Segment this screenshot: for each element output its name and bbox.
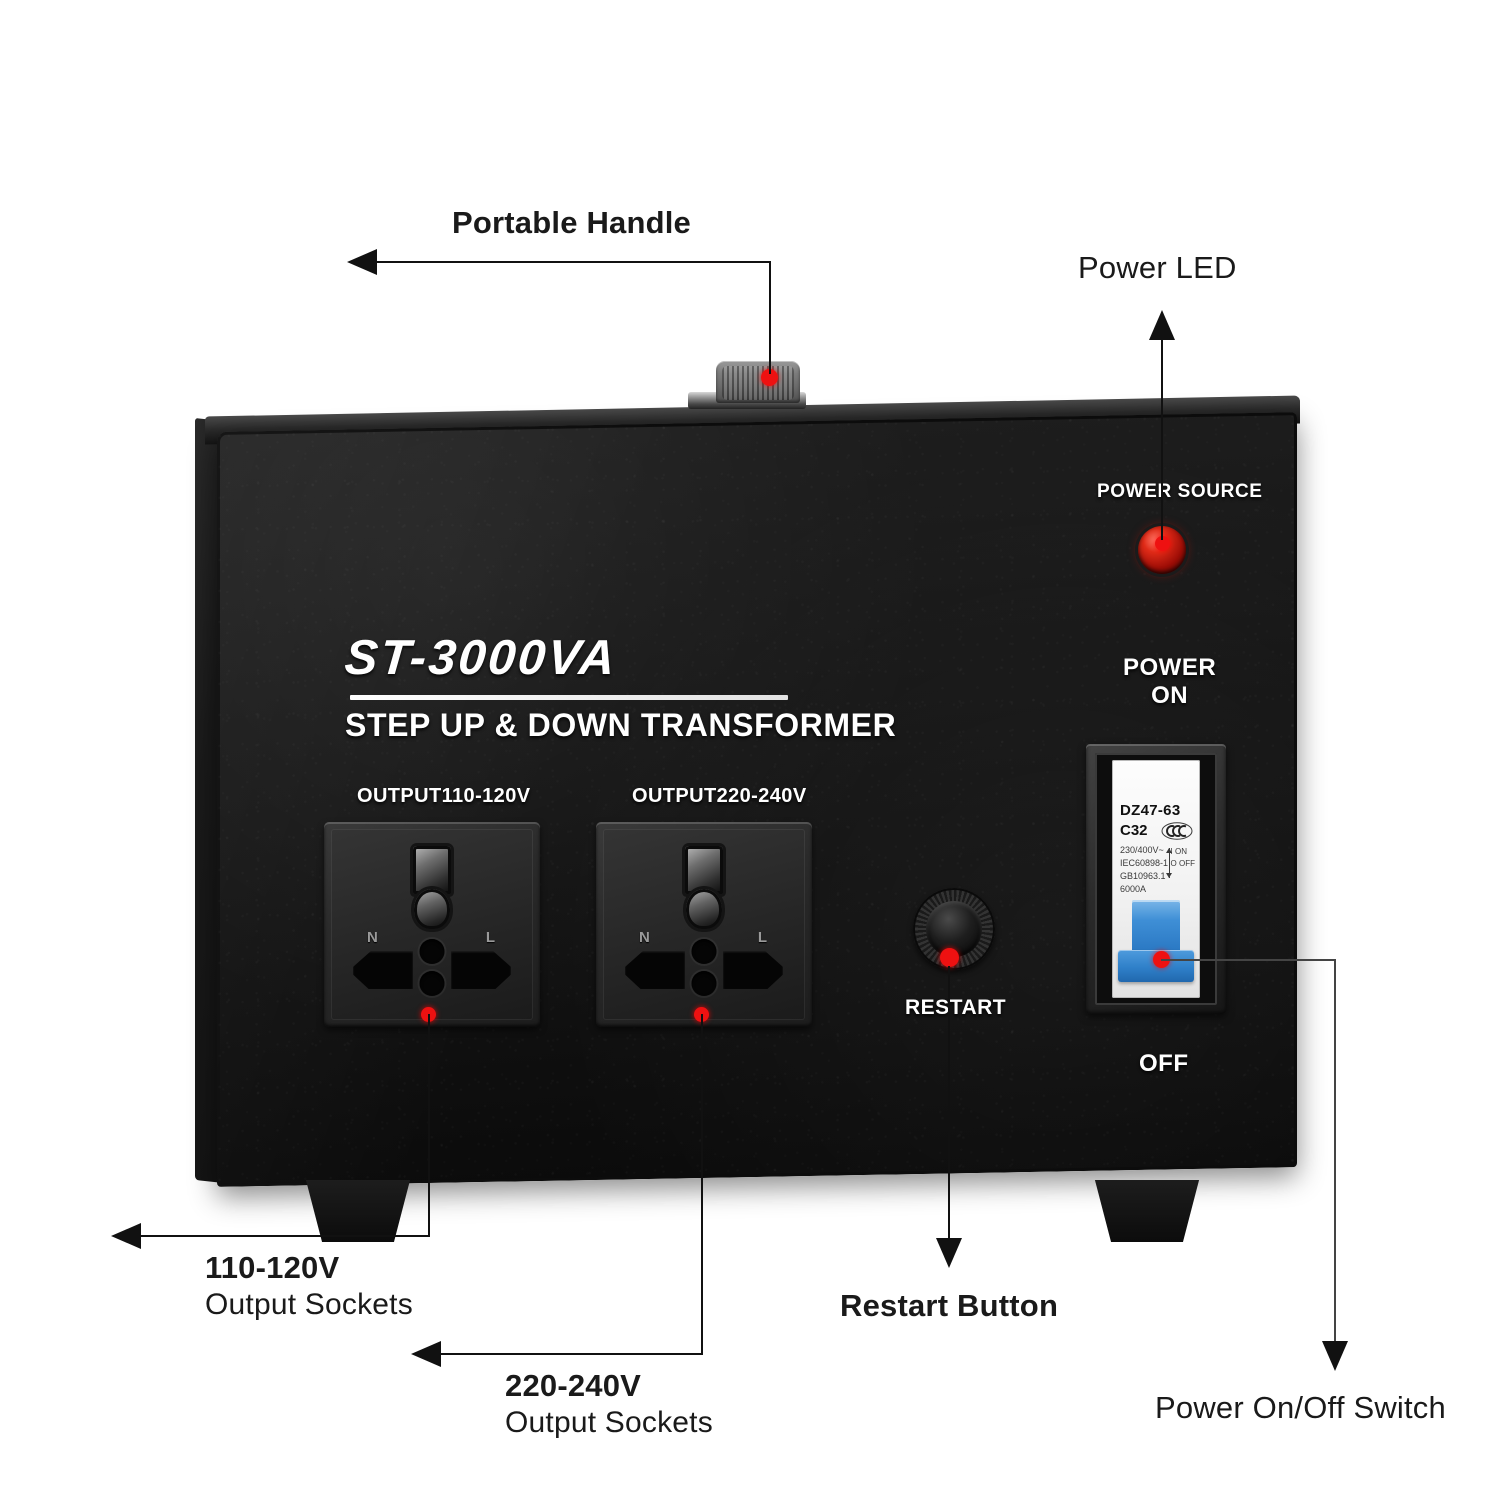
socket-slot-live bbox=[451, 951, 511, 989]
arrowhead-restart bbox=[936, 1238, 962, 1268]
breaker-curve-text: C32 bbox=[1120, 822, 1148, 839]
breaker-gb-standard: GB10963.1 bbox=[1120, 871, 1166, 882]
marker-dot-power-led bbox=[1155, 536, 1170, 551]
circuit-breaker-housing: DZ47-63 C32 230/400V~ IEC60898-1 GB10963… bbox=[1086, 744, 1226, 1014]
socket-neutral-marking: N bbox=[367, 929, 378, 946]
callout-power-led: Power LED bbox=[1078, 250, 1237, 287]
ground-slot-lower-icon bbox=[414, 889, 450, 929]
model-name: ST-3000VA bbox=[342, 631, 620, 685]
callout-portable-handle: Portable Handle bbox=[452, 205, 691, 242]
brand-divider bbox=[350, 695, 788, 700]
socket-slot-neutral bbox=[353, 951, 413, 989]
callout-switch-label: Power On/Off Switch bbox=[1155, 1390, 1446, 1425]
leader-110-horizontal bbox=[140, 1235, 430, 1237]
power-on-line2: ON bbox=[1151, 681, 1189, 709]
callout-220-sublabel: Output Sockets bbox=[505, 1405, 713, 1439]
socket-inner-110: N L bbox=[331, 829, 533, 1020]
brand-block: ST-3000VA STEP UP & DOWN TRANSFORMER bbox=[342, 631, 897, 743]
socket-live-marking: L bbox=[757, 929, 767, 946]
callout-220-label: 220-240V bbox=[505, 1368, 642, 1403]
output-socket-110-120v[interactable]: N L bbox=[324, 822, 540, 1027]
output-socket-220-240v[interactable]: N L bbox=[596, 822, 812, 1027]
breaker-iec-standard: IEC60898-1 bbox=[1120, 858, 1169, 869]
leader-220-horizontal bbox=[440, 1353, 703, 1355]
breaker-direction-arrow-icon bbox=[1166, 848, 1172, 878]
arrowhead-power-led bbox=[1149, 310, 1175, 340]
socket-neutral-marking: N bbox=[639, 929, 650, 946]
leader-handle-horizontal bbox=[376, 261, 771, 263]
leader-restart bbox=[948, 966, 950, 1238]
socket-round-hole-upper bbox=[419, 939, 445, 964]
socket-live-marking: L bbox=[485, 929, 495, 946]
callout-restart-button: Restart Button bbox=[840, 1288, 1058, 1325]
breaker-model-text: DZ47-63 bbox=[1120, 802, 1181, 819]
ground-slot-upper-icon bbox=[413, 846, 451, 894]
breaker-onoff-markings: I ON O OFF bbox=[1171, 846, 1195, 870]
arrowhead-220 bbox=[411, 1341, 441, 1367]
callout-power-led-label: Power LED bbox=[1078, 250, 1237, 285]
breaker-breaking-capacity: 6000A bbox=[1120, 884, 1147, 895]
leader-220-vertical bbox=[701, 1014, 703, 1354]
breaker-off-mark: O OFF bbox=[1170, 859, 1195, 868]
socket-round-hole-lower bbox=[691, 971, 717, 996]
power-source-label: POWER SOURCE bbox=[1097, 481, 1263, 502]
breaker-on-mark: I ON bbox=[1170, 847, 1187, 856]
socket-round-hole-lower bbox=[419, 971, 445, 996]
marker-dot-handle bbox=[761, 369, 778, 386]
portable-handle[interactable] bbox=[716, 361, 800, 403]
socket-inner-220: N L bbox=[603, 829, 805, 1020]
circuit-breaker-body[interactable]: DZ47-63 C32 230/400V~ IEC60898-1 GB10963… bbox=[1112, 760, 1200, 998]
leader-power-led bbox=[1161, 340, 1163, 540]
restart-button[interactable] bbox=[913, 888, 995, 970]
socket-slot-neutral bbox=[625, 951, 685, 989]
output-110-120v-label: OUTPUT110-120V bbox=[357, 785, 531, 807]
leader-switch-vertical bbox=[1334, 959, 1336, 1341]
callout-output-110-120: 110-120V Output Sockets bbox=[205, 1250, 413, 1322]
ground-slot-lower-icon bbox=[686, 889, 722, 929]
rubber-foot-right bbox=[1094, 1180, 1200, 1242]
arrowhead-110 bbox=[111, 1223, 141, 1249]
leader-handle-vertical bbox=[769, 262, 771, 374]
product-subtitle: STEP UP & DOWN TRANSFORMER bbox=[345, 707, 897, 743]
marker-dot-restart bbox=[940, 948, 959, 967]
socket-slot-live bbox=[723, 951, 783, 989]
arrowhead-handle bbox=[347, 249, 377, 275]
ground-slot-upper-icon bbox=[685, 846, 723, 894]
breaker-specs-text: 230/400V~ IEC60898-1 GB10963.1 6000A bbox=[1120, 844, 1168, 896]
socket-round-hole-upper bbox=[691, 939, 717, 964]
callout-output-220-240: 220-240V Output Sockets bbox=[505, 1368, 713, 1440]
power-on-line1: POWER bbox=[1123, 654, 1217, 681]
leader-110-vertical bbox=[428, 1014, 430, 1236]
rubber-foot-left bbox=[305, 1180, 411, 1242]
breaker-lever-upper[interactable] bbox=[1132, 900, 1180, 950]
restart-label: RESTART bbox=[905, 996, 1007, 1019]
breaker-voltage: 230/400V~ bbox=[1120, 845, 1164, 855]
ccc-certification-icon bbox=[1161, 822, 1193, 840]
arrowhead-switch bbox=[1322, 1341, 1348, 1371]
power-off-label: OFF bbox=[1139, 1050, 1189, 1077]
callout-power-onoff-switch: Power On/Off Switch bbox=[1155, 1390, 1446, 1427]
power-on-label: POWER ON bbox=[1123, 654, 1216, 709]
callout-110-sublabel: Output Sockets bbox=[205, 1287, 413, 1321]
output-220-240v-label: OUTPUT220-240V bbox=[632, 785, 807, 807]
callout-restart-label: Restart Button bbox=[840, 1288, 1059, 1323]
callout-portable-handle-label: Portable Handle bbox=[452, 205, 691, 240]
callout-110-label: 110-120V bbox=[205, 1250, 340, 1285]
leader-switch-horizontal bbox=[1161, 959, 1336, 961]
